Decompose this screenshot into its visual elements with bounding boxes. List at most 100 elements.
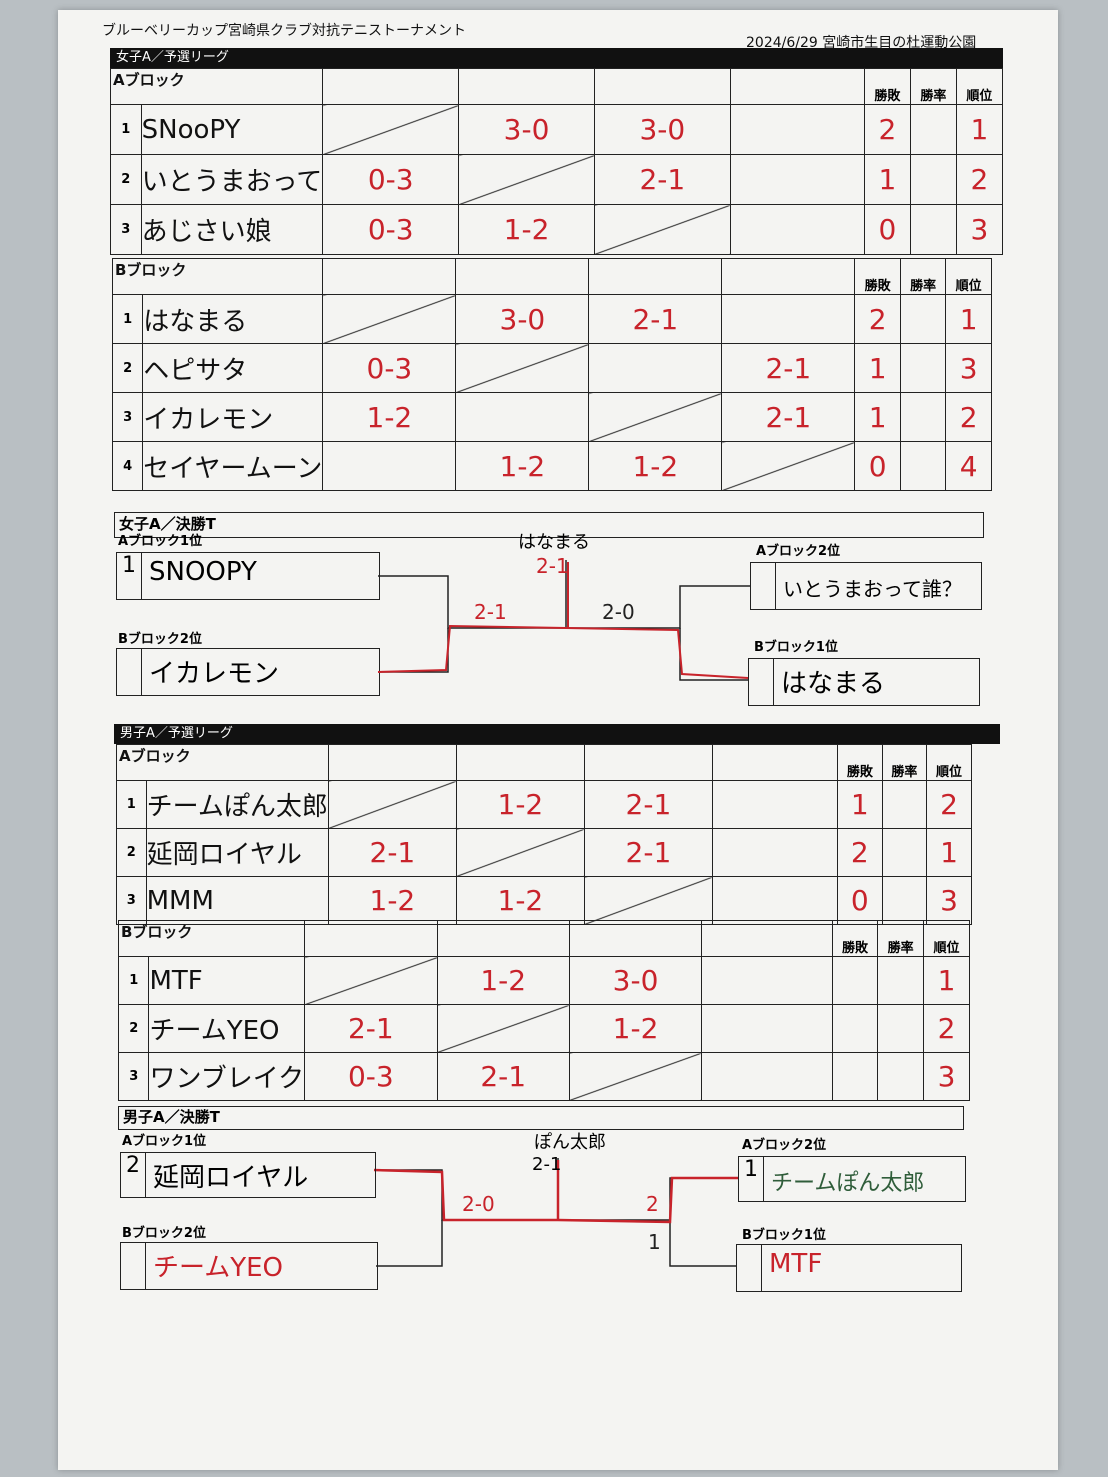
team-name: SNooPY <box>140 104 324 155</box>
women-right-advance-line <box>565 627 749 679</box>
team-number: 4 <box>111 441 144 491</box>
team-number: 1 <box>116 780 147 829</box>
team-rank: 1 <box>922 956 971 1005</box>
match-score <box>455 343 590 393</box>
rate-header: 勝率 <box>877 920 924 957</box>
team-name: ワンブレイク <box>148 1052 306 1101</box>
team-wins: 1 <box>854 343 901 393</box>
women-right-bracket-low <box>679 628 748 681</box>
women-b2-box: イカレモン <box>116 648 380 696</box>
women-b1-label: Bブロック1位 <box>754 640 838 655</box>
match-score: 1-2 <box>455 441 590 491</box>
team-wins: 2 <box>836 828 883 877</box>
match-score: 2-1 <box>721 343 856 393</box>
team-rate <box>877 1052 924 1101</box>
women-b2-name: イカレモン <box>149 659 280 689</box>
match-score <box>568 1052 703 1101</box>
team-rate <box>899 294 947 344</box>
men-a2-box: 1 チームぽん太郎 <box>738 1156 966 1202</box>
match-score <box>711 876 838 925</box>
tournament-sheet: ブルーベリーカップ宮崎県クラブ対抗テニストーナメント 2024/6/29 宮崎市… <box>58 10 1058 1470</box>
women-right-score: 2-0 <box>602 600 635 624</box>
match-score <box>322 104 460 155</box>
team-rate <box>877 1004 924 1053</box>
opponent-header-cell <box>721 258 856 295</box>
men-left-score: 2-0 <box>462 1192 495 1216</box>
women-winner: はなまる <box>518 532 590 553</box>
team-name: 延岡ロイヤル <box>145 828 329 877</box>
opponent-header-cell <box>436 920 570 957</box>
team-name: セイヤームーン <box>142 441 324 491</box>
men-a1-box: 2 延岡ロイヤル <box>120 1152 376 1198</box>
match-score: 0-3 <box>322 343 457 393</box>
men-winner: ぽん太郎 <box>534 1132 606 1153</box>
team-rank: 3 <box>926 876 972 925</box>
team-wins: 0 <box>863 204 911 255</box>
match-score <box>711 828 838 877</box>
women-a1-seed: 1 <box>117 553 142 599</box>
opponent-header-cell <box>701 920 833 957</box>
men-a2-label: Aブロック2位 <box>742 1138 827 1153</box>
women-final-title-text: 女子A／決勝T <box>119 515 216 533</box>
men-b1-label: Bブロック1位 <box>742 1228 826 1243</box>
opponent-header-cell <box>568 920 703 957</box>
team-name: いとうまおって <box>140 154 324 205</box>
team-rate <box>899 343 947 393</box>
men-right-score-bottom: 1 <box>648 1230 661 1254</box>
rate-header: 勝率 <box>909 68 957 105</box>
team-rank: 4 <box>945 441 992 491</box>
opponent-header-cell <box>455 744 585 781</box>
women-a2-name: いとうまおって誰？ <box>783 577 962 601</box>
opponent-header-cell <box>593 68 731 105</box>
team-rank: 1 <box>955 104 1004 155</box>
men-b1-name: MTF <box>769 1249 823 1279</box>
women-left-bracket <box>378 575 566 629</box>
team-rate <box>899 392 947 442</box>
match-score: 3-0 <box>593 104 731 155</box>
women-left-bracket-low <box>378 628 449 673</box>
team-number: 3 <box>117 1052 150 1101</box>
match-score <box>458 154 595 205</box>
men-a1-label: Aブロック1位 <box>122 1134 207 1149</box>
match-score: 1-2 <box>322 392 457 442</box>
team-rank: 2 <box>922 1004 971 1053</box>
match-score <box>455 828 585 877</box>
match-score: 2-1 <box>436 1052 570 1101</box>
match-score: 1-2 <box>436 956 570 1005</box>
match-score <box>327 780 457 829</box>
team-wins: 0 <box>854 441 901 491</box>
men-final-title-box: 男子A／決勝T <box>118 1106 964 1130</box>
men-final-title: 男子A／決勝T <box>123 1108 220 1126</box>
match-score: 2-1 <box>327 828 457 877</box>
block-label: Bブロック <box>115 261 187 279</box>
match-score <box>721 294 856 344</box>
opponent-header-cell <box>583 744 713 781</box>
team-rank: 1 <box>926 828 972 877</box>
women-left-advance-line <box>377 624 567 673</box>
match-score <box>701 1052 833 1101</box>
women-bracket-red <box>377 562 749 679</box>
match-score: 1-2 <box>458 204 595 255</box>
women-final-title: 女子A／決勝T <box>114 512 984 538</box>
opponent-header-cell <box>588 258 723 295</box>
match-score <box>455 392 590 442</box>
block-label: Bブロック <box>121 923 193 941</box>
match-score: 2-1 <box>593 154 731 205</box>
sheet-date-venue: 2024/6/29 宮崎市生目の杜運動公園 <box>746 35 977 51</box>
team-wins <box>831 1052 879 1101</box>
match-score: 1-2 <box>327 876 457 925</box>
rank-header: 順位 <box>926 744 972 781</box>
men-left-bracket-low <box>376 1220 443 1267</box>
team-name: MMM <box>145 876 329 925</box>
rank-header: 順位 <box>922 920 971 957</box>
team-number: 2 <box>111 343 144 393</box>
team-wins: 1 <box>836 780 883 829</box>
women-a2-box: いとうまおって誰？ <box>750 562 982 610</box>
men-right-advance-line <box>557 1176 738 1224</box>
men-a1-name: 延岡ロイヤル <box>153 1163 309 1193</box>
match-score <box>322 441 457 491</box>
